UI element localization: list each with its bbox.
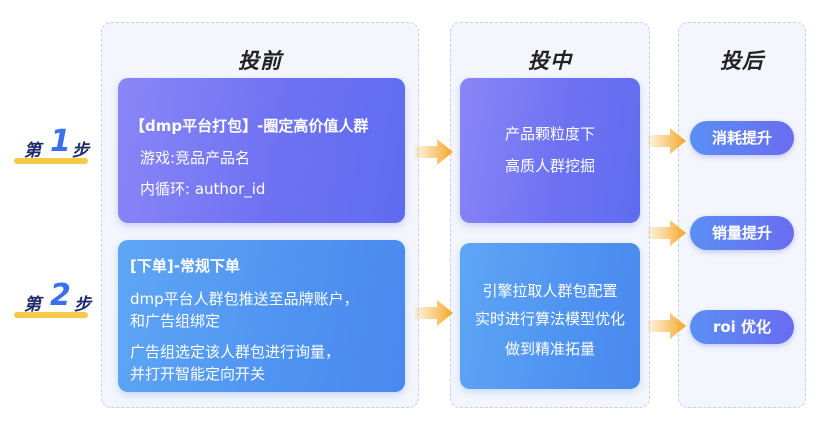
step-prefix: 第 [24,295,41,315]
step-prefix: 第 [24,141,41,161]
mid-card-2: 引擎拉取人群包配置 实时进行算法模型优化 做到精准拓量 [460,243,640,389]
pre-card-1: 【dmp平台打包】-圈定高价值人群 游戏:竞品产品名 内循环: author_i… [118,78,405,223]
column-post: 投后 [678,22,806,408]
step-number: 1 [50,124,71,159]
pre-card-1-line: 游戏:竞品产品名 [140,149,251,167]
pre-card-2: [下单]-常规下单 dmp平台人群包推送至品牌账户， 和广告组绑定 广告组选定该… [118,240,405,392]
pre-card-2-line: 和广告组绑定 [130,312,221,330]
pre-card-2-line: dmp平台人群包推送至品牌账户， [130,290,359,308]
result-pill-roi: roi 优化 [690,310,794,344]
column-title-mid: 投中 [528,49,572,73]
result-pill-sales: 销量提升 [690,216,794,250]
step-1-label: 第 1 步 [14,124,104,166]
mid-card-2-line: 引擎拉取人群包配置 [482,282,618,300]
pre-card-2-line: 广告组选定该人群包进行询量， [130,343,341,361]
step-number: 2 [50,278,71,313]
step-suffix: 步 [72,141,89,161]
mid-card-2-line: 做到精准拓量 [504,340,595,358]
step-suffix: 步 [74,295,91,315]
arrow-right-icon [648,128,686,154]
result-pill-spend: 消耗提升 [690,121,794,155]
pre-card-2-line: 并打开智能定向开关 [130,365,266,383]
step-underline [14,158,88,164]
column-title-pre: 投前 [238,49,282,73]
arrow-right-icon [648,313,686,339]
mid-card-2-line: 实时进行算法模型优化 [474,310,625,328]
mid-card-1-line: 产品颗粒度下 [504,125,595,143]
arrow-right-icon [415,139,453,165]
arrow-right-icon [415,300,453,326]
mid-card-1-line: 高质人群挖掘 [504,157,595,175]
step-2-label: 第 2 步 [14,278,104,320]
arrow-right-icon [648,220,686,246]
pre-card-2-title: [下单]-常规下单 [130,257,240,275]
mid-card-1: 产品颗粒度下 高质人群挖掘 [460,78,640,223]
pre-card-1-title: 【dmp平台打包】-圈定高价值人群 [130,117,369,135]
pre-card-1-line: 内循环: author_id [140,180,266,198]
step-underline [14,312,88,318]
column-title-post: 投后 [720,49,764,73]
